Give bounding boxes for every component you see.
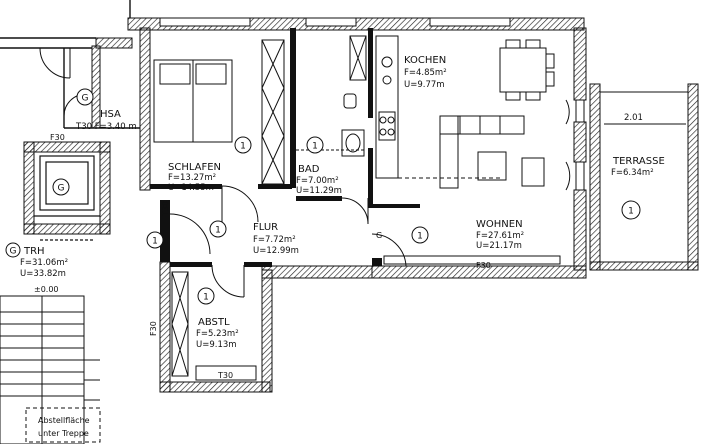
room-perimeter-abstl: U=9.13m — [196, 340, 237, 350]
badge-elevator: G — [58, 184, 65, 194]
bath-fixtures — [296, 35, 367, 157]
badge-flur: 1 — [215, 226, 221, 236]
badge-terrasse: 1 — [628, 207, 634, 217]
room-perimeter-schlafen: U=14.55m — [168, 183, 214, 193]
room-perimeter-flur: U=12.99m — [253, 246, 299, 256]
room-name-abstl: ABSTL — [198, 317, 230, 328]
dining-set — [499, 39, 555, 101]
room-area-abstl: F=5.23m² — [196, 329, 239, 339]
room-perimeter-wohnen: U=21.17m — [476, 241, 522, 251]
bed — [153, 59, 233, 143]
room-area-flur: F=7.72m² — [253, 235, 296, 245]
room-perimeter-trh: U=33.82m — [20, 269, 66, 279]
badge-flur-door: 1 — [152, 237, 158, 247]
t30-label-side: T30 — [161, 201, 170, 217]
exterior-walls — [23, 17, 699, 393]
elevator — [34, 155, 100, 241]
room-name-trh: TRH — [23, 246, 45, 257]
wardrobe — [261, 39, 285, 185]
room-area-schlafen: F=13.27m² — [168, 173, 216, 183]
room-name-wohnen: WOHNEN — [476, 219, 523, 230]
badge-abstl: 1 — [203, 293, 209, 303]
room-area-wohnen: F=27.61m² — [476, 231, 524, 241]
stair-note-line-1: Abstellfläche — [38, 416, 90, 425]
level-marker: ±0.00 — [34, 285, 59, 294]
badge-wohnen: 1 — [417, 232, 423, 242]
room-name-terrasse: TERRASSE — [612, 156, 665, 167]
room-area-bad: F=7.00m² — [296, 176, 339, 186]
g-mark: G — [376, 231, 382, 240]
room-perimeter-kochen: U=9.77m — [404, 80, 445, 90]
room-perimeter-bad: U=11.29m — [296, 186, 342, 196]
coffee-table — [477, 151, 545, 187]
badge-hsa: G — [82, 94, 89, 104]
interior-walls — [150, 28, 420, 267]
room-name-kochen: KOCHEN — [404, 55, 446, 66]
terrace-dimension: 2.01 — [624, 113, 643, 123]
stair-note-line-2: unter Treppe — [38, 429, 89, 438]
f30-label-terrace: F30 — [476, 261, 491, 270]
room-name-schlafen: SCHLAFEN — [168, 162, 221, 173]
room-badges — [5, 88, 641, 305]
room-area-terrasse: F=6.34m² — [611, 168, 654, 178]
room-name-flur: FLUR — [253, 222, 278, 233]
f30-label-elevator: F30 — [50, 133, 65, 142]
kitchen-counter — [375, 35, 500, 179]
f30-label-wall: F30 — [149, 321, 158, 336]
room-area-kochen: F=4.85m² — [404, 68, 447, 78]
room-area-hsa: T30 F=3.40 m — [75, 122, 137, 132]
room-name-hsa: HSA — [100, 109, 121, 120]
badge-bad: 1 — [312, 142, 318, 152]
abstl-door-label: T30 — [217, 371, 233, 380]
badge-schlafen: 1 — [240, 142, 246, 152]
room-name-bad: BAD — [298, 164, 320, 175]
radiator — [383, 255, 561, 265]
sofa — [439, 115, 525, 189]
staircase — [0, 295, 101, 444]
terrace-outline — [599, 91, 689, 263]
storage-shelf — [171, 271, 257, 381]
windows — [159, 17, 585, 191]
badge-trh: G — [10, 247, 17, 257]
room-area-trh: F=31.06m² — [20, 258, 68, 268]
